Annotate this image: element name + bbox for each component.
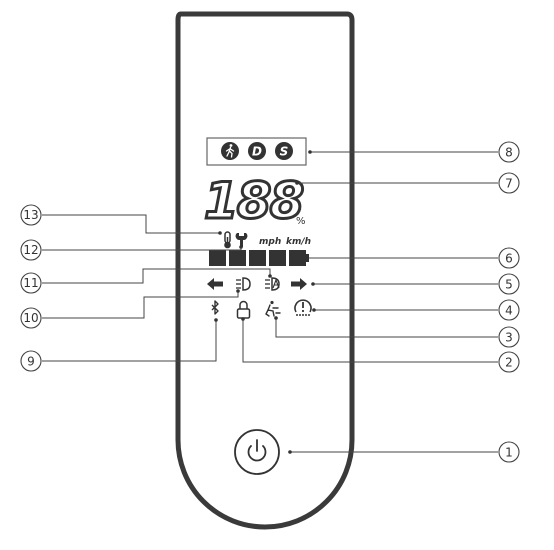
battery-segment	[249, 250, 266, 266]
dashboard-outline	[175, 11, 355, 530]
callout-1-label: 1	[505, 446, 513, 460]
callout-13: 13	[20, 204, 42, 226]
battery-segment	[289, 250, 306, 266]
leader-line-3	[275, 318, 498, 338]
callout-1: 1	[498, 441, 520, 463]
right-turn-arrow-icon	[291, 278, 307, 290]
callout-3-label: 3	[505, 331, 513, 345]
callout-7-label: 7	[505, 177, 513, 191]
speed-digits: 188	[204, 172, 303, 230]
callout-10-label: 10	[23, 311, 38, 325]
callout-2-label: 2	[505, 356, 513, 370]
callout-5-label: 5	[505, 278, 513, 292]
battery-segment	[209, 250, 226, 266]
callout-12: 12	[20, 239, 42, 261]
battery-segment	[229, 250, 246, 266]
tire-warning-icon	[294, 299, 312, 316]
callout-5: 5	[498, 273, 520, 295]
drive-mode-label: D	[252, 145, 262, 159]
percent-sign: %	[296, 216, 306, 227]
callout-10: 10	[20, 307, 42, 329]
walk-mode-icon	[221, 142, 239, 160]
callout-6-label: 6	[505, 252, 513, 266]
unit-mph: mph	[259, 237, 281, 247]
callout-13-label: 13	[23, 208, 38, 222]
wrench-icon	[235, 233, 248, 247]
unit-kmh: km/h	[286, 237, 311, 247]
power-button[interactable]	[234, 429, 280, 475]
callout-8-label: 8	[505, 146, 513, 160]
leader-line-2	[242, 319, 498, 363]
callout-11-label: 11	[23, 276, 38, 290]
callout-4-label: 4	[505, 304, 513, 318]
callout-9-label: 9	[27, 355, 35, 369]
left-turn-arrow-icon	[207, 278, 223, 290]
leader-line-13	[42, 214, 220, 234]
sport-mode-icon: S	[275, 142, 293, 160]
callout-6: 6	[498, 247, 520, 269]
headlight-icon	[236, 277, 251, 291]
auto-headlight-icon	[265, 277, 280, 291]
thermometer-icon	[224, 231, 231, 249]
callout-4: 4	[498, 299, 520, 321]
battery-bar	[209, 250, 309, 266]
mode-indicator-box	[206, 137, 307, 166]
power-icon	[247, 439, 267, 462]
callout-2: 2	[498, 351, 520, 373]
leader-line-11	[42, 268, 271, 284]
callout-3: 3	[498, 326, 520, 348]
callout-11: 11	[20, 272, 42, 294]
callout-8: 8	[498, 141, 520, 163]
bluetooth-icon	[211, 300, 219, 315]
leader-dots	[214, 150, 316, 454]
leader-line-10	[42, 291, 239, 319]
battery-segment	[269, 250, 286, 266]
cruise-control-icon	[265, 300, 281, 317]
sport-mode-label: S	[280, 145, 289, 159]
callout-12-label: 12	[23, 243, 38, 257]
callout-7: 7	[498, 172, 520, 194]
callout-9: 9	[20, 350, 42, 372]
leader-line-9	[42, 320, 217, 362]
drive-mode-icon: D	[248, 142, 266, 160]
